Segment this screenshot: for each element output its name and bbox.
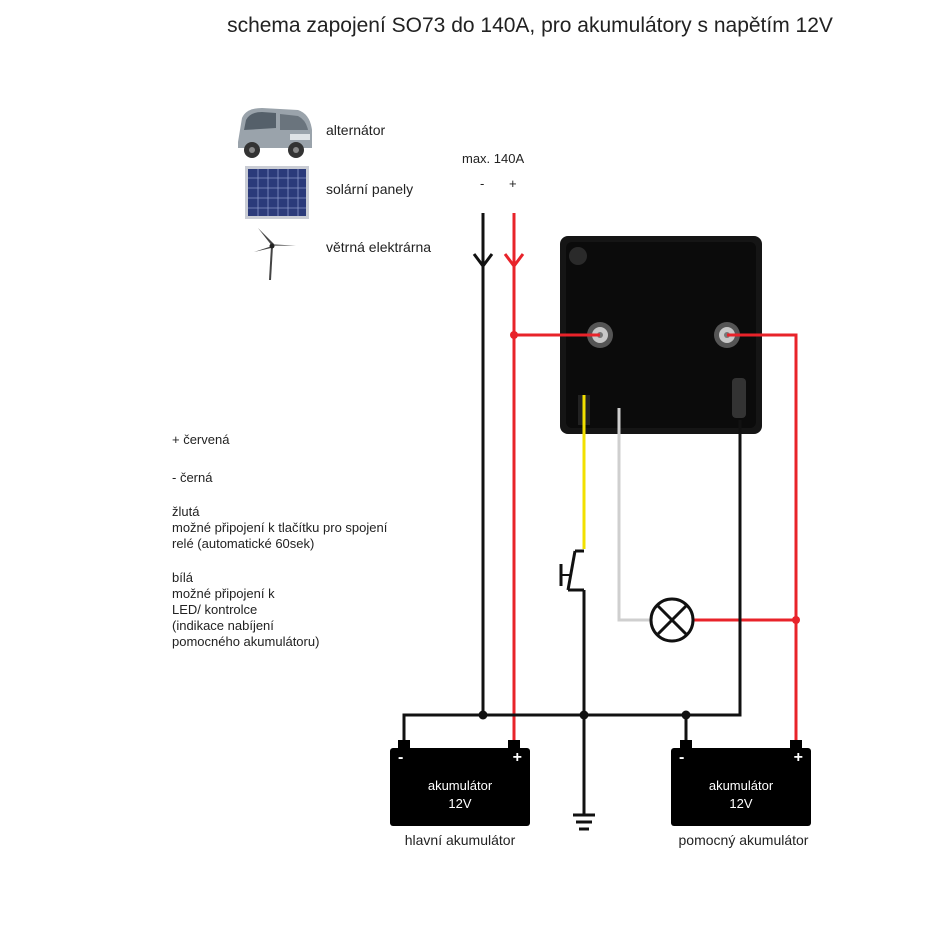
input-minus-wire bbox=[472, 213, 494, 715]
indicator-lamp-icon bbox=[649, 597, 695, 643]
source-label-solar: solární panely bbox=[326, 181, 414, 197]
relay-module bbox=[560, 236, 762, 434]
input-minus-label: - bbox=[480, 176, 485, 191]
junction bbox=[579, 710, 589, 720]
legend-white-desc1: možné připojení k bbox=[172, 586, 275, 601]
battery-main-caption: hlavní akumulátor bbox=[404, 832, 516, 848]
input-plus-wire bbox=[503, 213, 525, 745]
battery-aux-minus-terminal bbox=[680, 740, 692, 749]
legend-white-desc2: LED/ kontrolce bbox=[172, 602, 258, 617]
legend-yellow-title: žlutá bbox=[172, 504, 200, 519]
battery-aux-caption: pomocný akumulátor bbox=[678, 832, 809, 848]
car-icon bbox=[232, 104, 314, 160]
source-label-wind: větrná elektrárna bbox=[326, 239, 432, 255]
legend-black: - černá bbox=[172, 470, 213, 485]
battery-main-line2: 12V bbox=[448, 796, 472, 811]
legend-red: + červená bbox=[172, 432, 230, 447]
battery-main-minus-terminal bbox=[398, 740, 410, 749]
junction bbox=[792, 616, 800, 624]
junction bbox=[681, 710, 691, 720]
source-label-alternator: alternátor bbox=[326, 122, 386, 138]
legend-yellow-desc2: relé (automatické 60sek) bbox=[172, 536, 315, 551]
legend-white-desc4: pomocného akumulátoru) bbox=[172, 634, 320, 649]
page-title: schema zapojení SO73 do 140A, pro akumul… bbox=[227, 14, 833, 37]
legend-white-title: bílá bbox=[172, 570, 193, 585]
wind-turbine-icon bbox=[252, 224, 300, 280]
junction bbox=[510, 331, 518, 339]
legend: + červená - černá žlutá možné připojení … bbox=[172, 432, 472, 650]
legend-yellow-desc1: možné připojení k tlačítku pro spojení bbox=[172, 520, 388, 535]
battery-aux-plus: + bbox=[793, 749, 803, 766]
push-button-icon bbox=[559, 549, 586, 815]
battery-aux: - + akumulátor 12V bbox=[671, 748, 811, 826]
battery-aux-line1: akumulátor bbox=[708, 778, 774, 793]
ground-icon bbox=[573, 813, 595, 831]
battery-main-plus-terminal bbox=[508, 740, 520, 749]
battery-main-plus: + bbox=[512, 749, 522, 766]
input-plus-label: + bbox=[509, 176, 517, 191]
battery-aux-line2: 12V bbox=[729, 796, 753, 811]
battery-main-line1: akumulátor bbox=[427, 778, 493, 793]
red-wire-relay-out bbox=[727, 333, 798, 745]
battery-main: - + akumulátor 12V bbox=[390, 748, 530, 826]
battery-aux-plus-terminal bbox=[790, 740, 802, 749]
junction bbox=[478, 710, 488, 720]
solar-panel-icon bbox=[244, 165, 310, 220]
battery-main-minus: - bbox=[398, 749, 404, 766]
max-current-label: max. 140A bbox=[462, 151, 525, 166]
battery-aux-minus: - bbox=[679, 749, 685, 766]
legend-white-desc3: (indikace nabíjení bbox=[172, 618, 274, 633]
white-wire bbox=[617, 408, 650, 622]
ground-bus bbox=[402, 420, 742, 745]
